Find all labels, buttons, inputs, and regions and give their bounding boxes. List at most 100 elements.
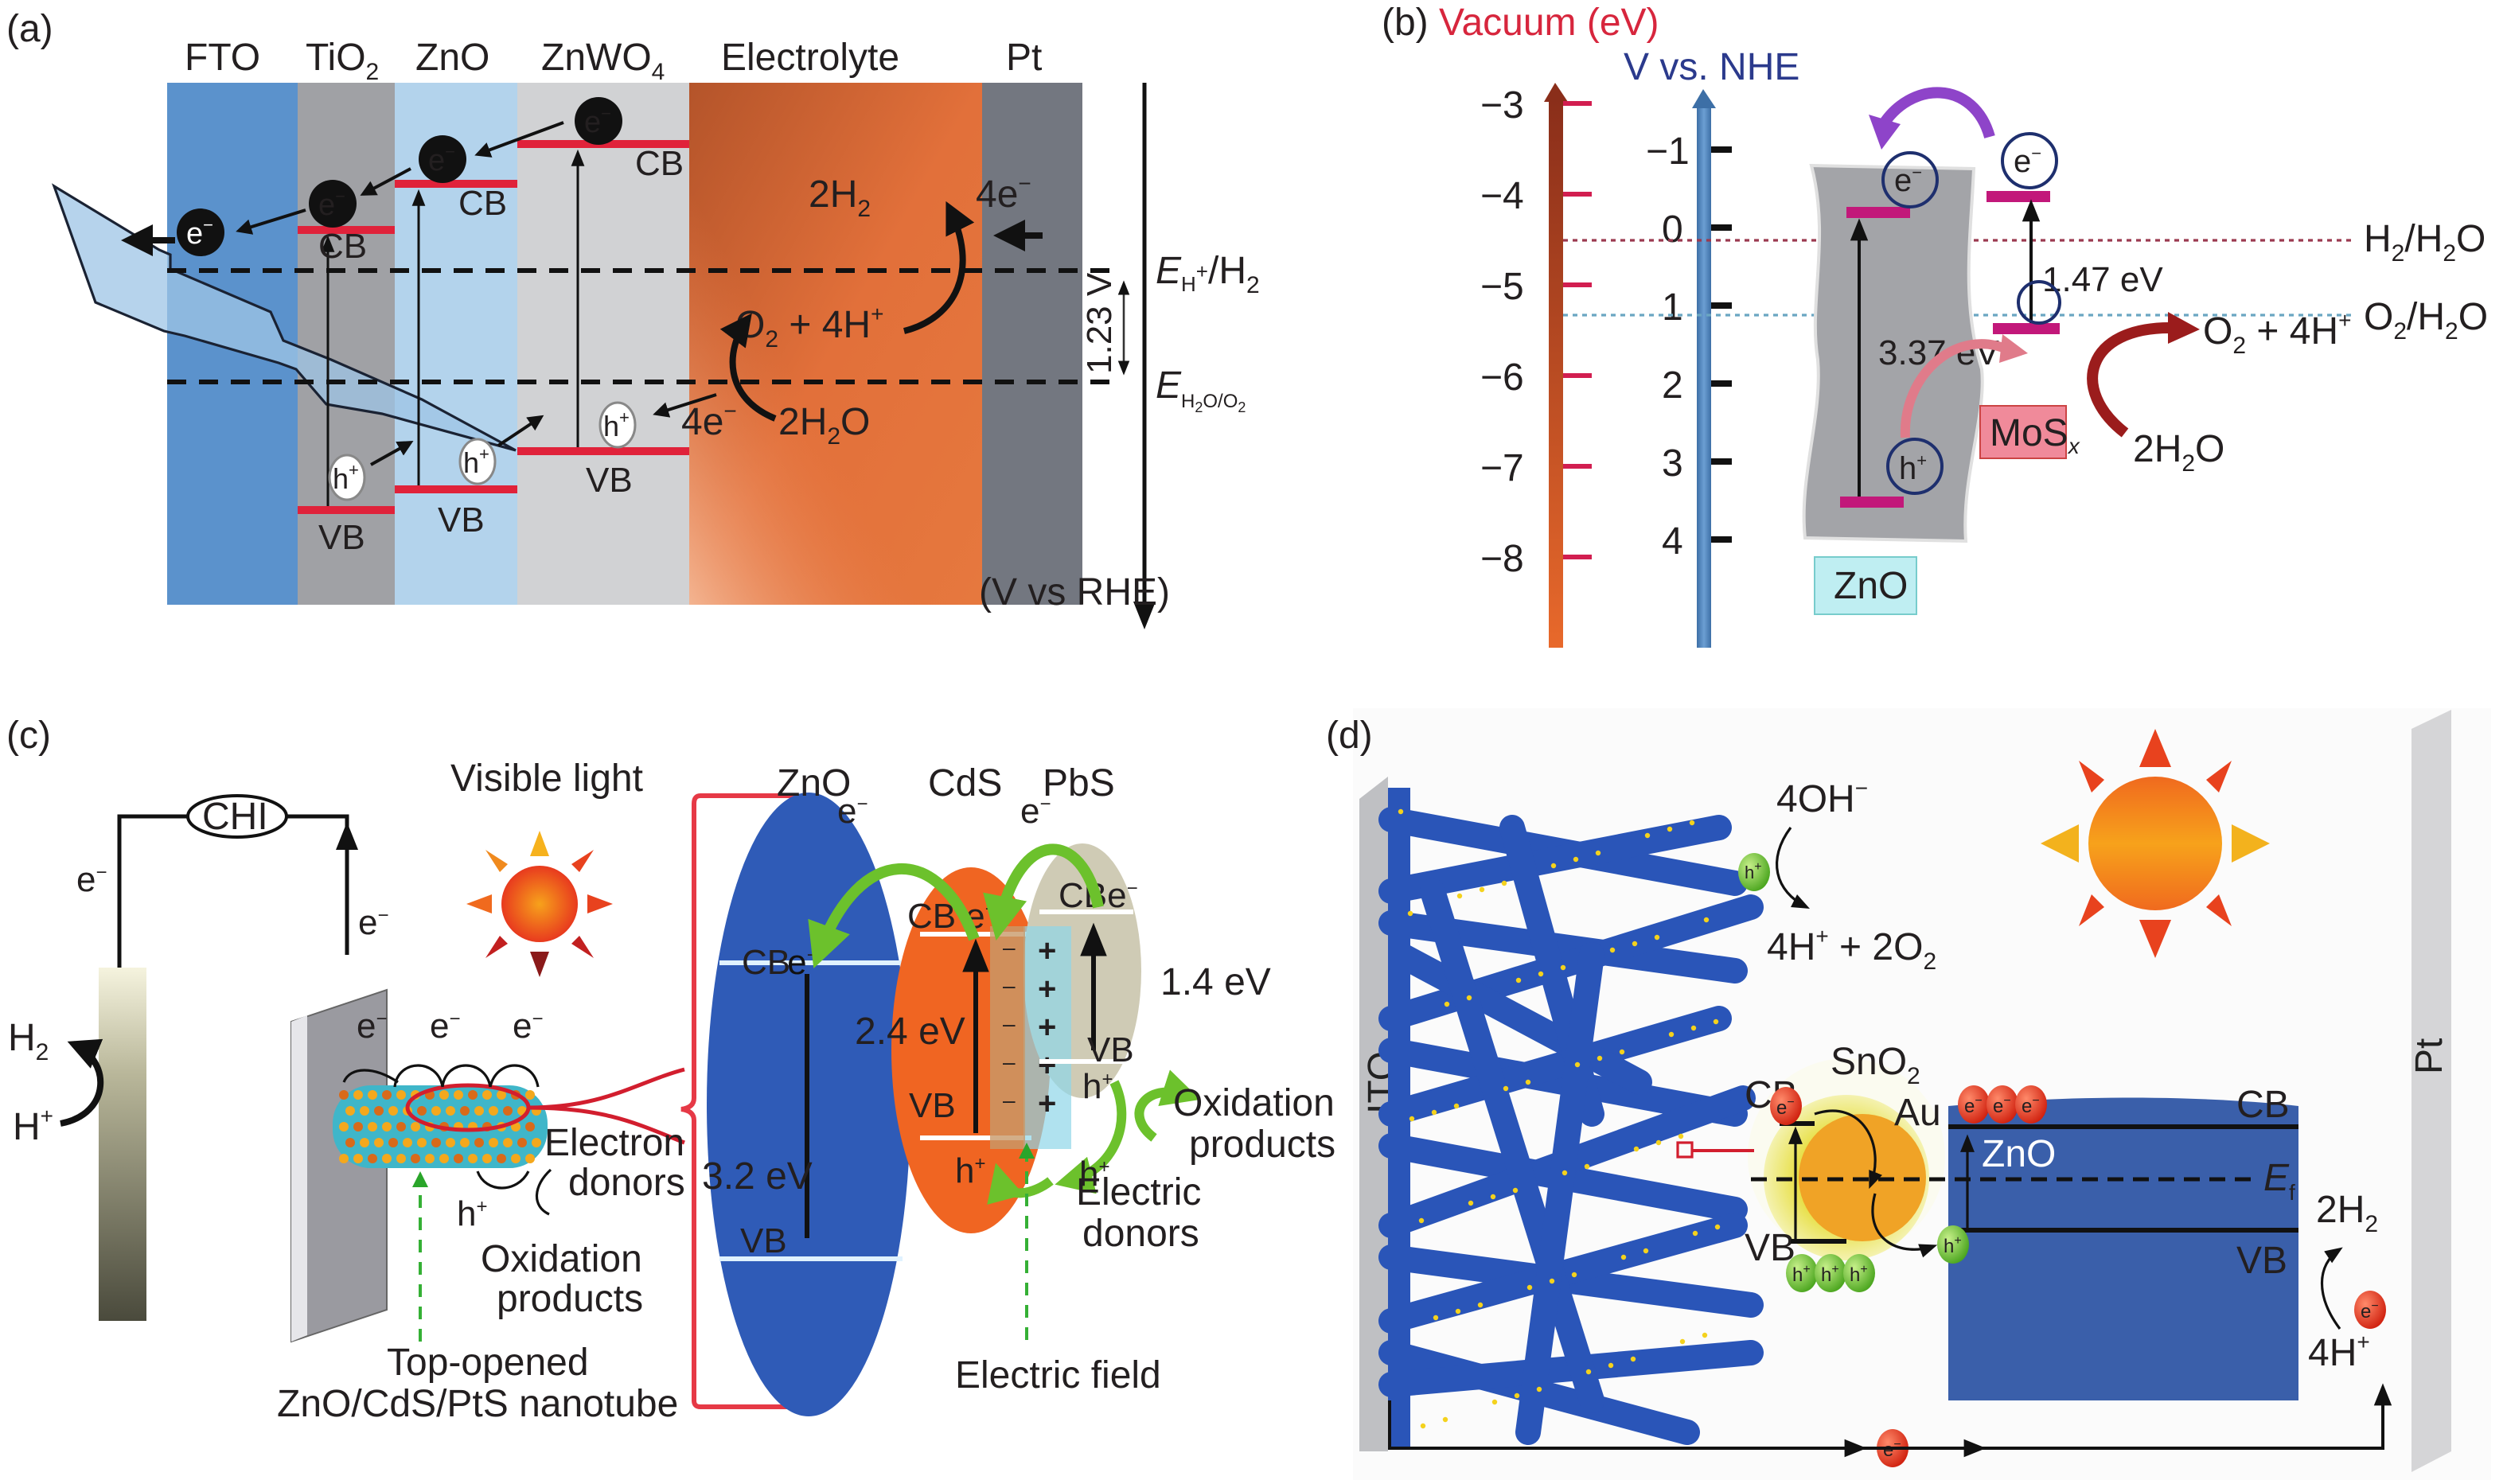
panel-d: (d) ITO Pt h+ 4OH− 4H+ + 2O2	[1326, 708, 2491, 1480]
nanotube-label-line1: Top-opened	[387, 1342, 589, 1384]
nanoparticle	[1442, 1416, 1448, 1423]
vacuum-tick-label: −3	[1480, 84, 1524, 127]
nanoparticle	[1703, 917, 1710, 923]
nanoparticle	[1512, 1187, 1519, 1194]
nanotube-atom	[339, 1154, 349, 1163]
layer-label-znwo4: ZnWO4	[541, 37, 665, 85]
layer-label-zno: ZnO	[415, 37, 489, 79]
nanoparticle	[1501, 880, 1507, 886]
gap-value: 1.23 V	[1080, 272, 1119, 374]
nanorod-array	[1378, 788, 1764, 1448]
nhe-tick-label: 1	[1662, 286, 1683, 329]
hplus-label: H+	[13, 1104, 53, 1148]
oxygen-product: O2 + 4H+	[735, 302, 883, 352]
electron-label: e−	[837, 792, 868, 831]
nhe-tick-label: 4	[1662, 520, 1683, 563]
layer-label-electrolyte: Electrolyte	[721, 37, 899, 79]
external-circuit	[1388, 1383, 2392, 1450]
nhe-axis	[1697, 105, 1711, 648]
h2-product: 2H2	[809, 173, 871, 222]
h2-label: H2	[8, 1017, 49, 1065]
nanotube-atom	[454, 1090, 463, 1100]
nanoparticle	[1562, 1170, 1568, 1176]
electron-icon: e−	[419, 135, 466, 183]
electron-icon: e−	[309, 180, 357, 228]
nanotube-atom	[460, 1138, 470, 1147]
vacuum-tick-label: −4	[1480, 175, 1524, 217]
hole-transfer-arrow	[1055, 1080, 1127, 1194]
hydrogen-evolution-arrow	[903, 201, 975, 334]
nanotube-atom	[517, 1138, 527, 1147]
svg-text:e−: e−	[1964, 1094, 1983, 1117]
nanotube-atom	[374, 1106, 384, 1116]
nanorod	[1515, 942, 1604, 1445]
vacuum-axis-title: Vacuum (eV)	[1439, 2, 1659, 44]
hole-transfer-arrow	[987, 1163, 1054, 1206]
tio2-vb	[298, 506, 395, 514]
nhe-tick-label: 3	[1662, 442, 1683, 485]
h2o-o2-label: EH2O/O2	[1156, 364, 1246, 415]
nanoparticle	[1536, 1386, 1542, 1392]
nanoparticle	[1456, 893, 1463, 899]
nanoparticle	[1433, 1315, 1439, 1321]
nanotube-atom	[345, 1138, 355, 1147]
oxygen-evolution-arrow	[2087, 321, 2174, 438]
electron-label: e−	[358, 903, 389, 942]
sno2-vb-label: VB	[1745, 1227, 1795, 1269]
pbs-hole: h+	[1082, 1067, 1113, 1106]
four-electrons-pt: 4e−	[976, 171, 1031, 216]
nhe-tick-label: −1	[1646, 130, 1690, 173]
znwo4-vb	[517, 447, 689, 455]
electron-icon: e−	[1958, 1085, 1990, 1124]
electron-icon: e−	[1770, 1087, 1802, 1125]
svg-text:e−: e−	[1776, 1096, 1795, 1119]
nanotube-atom	[525, 1122, 535, 1132]
nanoparticle	[1571, 1272, 1577, 1278]
zno-vb-label: VB	[740, 1221, 787, 1260]
electron-icon: e−	[177, 208, 224, 256]
h-plus-h2-label: EH+/H2	[1156, 250, 1260, 298]
znwo4-vb-label: VB	[586, 461, 633, 500]
nanoparticle	[1702, 1332, 1708, 1338]
panel-label-a: (a)	[6, 8, 53, 50]
nanoparticle	[1620, 1254, 1627, 1260]
zno-cb	[395, 180, 517, 188]
nanoparticle	[1690, 1025, 1697, 1031]
zno-vb	[1840, 497, 1904, 508]
nanotube-atom	[388, 1106, 398, 1116]
nanoparticle	[1689, 820, 1695, 826]
nanorod	[1420, 878, 1604, 1413]
pbs-cb-label: CBe−	[1059, 876, 1138, 915]
ito-electrode	[1359, 777, 1388, 1451]
nanotube-atom	[382, 1122, 392, 1132]
zno-block	[1948, 1097, 2298, 1400]
electron-transfer-arrow	[808, 863, 980, 969]
nanotube-atom	[425, 1154, 435, 1163]
nanotube-atom	[525, 1090, 535, 1100]
sun-icon	[2041, 729, 2270, 958]
electron-icon: e−	[2015, 1085, 2047, 1124]
fermi-label: Ef	[2263, 1157, 2295, 1205]
junction-region	[990, 926, 1025, 1149]
svg-text:e−: e−	[428, 142, 455, 177]
zno-slab	[1802, 163, 1984, 543]
positive-charge: +	[1038, 972, 1056, 1007]
electron-transfer-arrow	[1877, 87, 1995, 139]
nanoparticle	[1503, 1085, 1509, 1092]
negative-charge: –	[1003, 935, 1016, 960]
cds-gap: 2.4 eV	[855, 1011, 965, 1053]
electron-transfer-arrow	[474, 121, 564, 158]
nanoparticle	[1560, 964, 1566, 971]
positive-charge: +	[1038, 1010, 1056, 1045]
nanotube-atom	[339, 1122, 349, 1132]
vacuum-axis	[1549, 99, 1563, 648]
nanotube-atom	[360, 1106, 369, 1116]
hole-transfer-arrow	[370, 441, 414, 466]
tio2-cb-label: CB	[318, 227, 367, 266]
nanoparticle	[1668, 1031, 1675, 1038]
hole-icon: h+	[1786, 1254, 1818, 1292]
nanoparticle	[1632, 941, 1638, 947]
zno-title: ZnO	[777, 762, 851, 804]
